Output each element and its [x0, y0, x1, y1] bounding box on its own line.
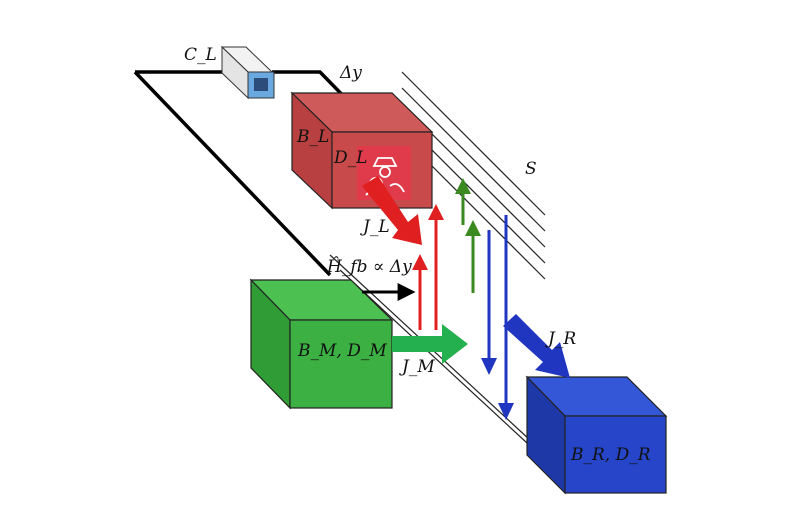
right-bath-label: B_R, D_R [570, 445, 651, 465]
capacitor-device-icon [220, 45, 275, 100]
capacitor-label: C_L [184, 45, 217, 65]
left-detector-label: D_L [333, 148, 367, 168]
right-bath-box [525, 375, 668, 495]
right-current-arrow [503, 314, 570, 378]
left-bath-label: B_L [296, 127, 329, 147]
screen-label: S [525, 159, 537, 179]
red-photon-arrows [412, 204, 444, 330]
left-current-arrow [362, 176, 422, 245]
middle-current-arrow [392, 324, 468, 364]
middle-current-label: J_M [399, 357, 435, 377]
right-current-label: J_R [545, 329, 576, 349]
left-current-label: J_L [360, 217, 390, 237]
feedback-hamiltonian-label: Ĥ_fb ∝ Δy [326, 256, 412, 277]
middle-bath-box [249, 278, 394, 410]
middle-bath-label: B_M, D_M [297, 341, 387, 361]
delta-y-label: Δy [339, 63, 362, 83]
green-photon-arrows [455, 178, 481, 293]
blue-photon-arrows [481, 215, 514, 420]
